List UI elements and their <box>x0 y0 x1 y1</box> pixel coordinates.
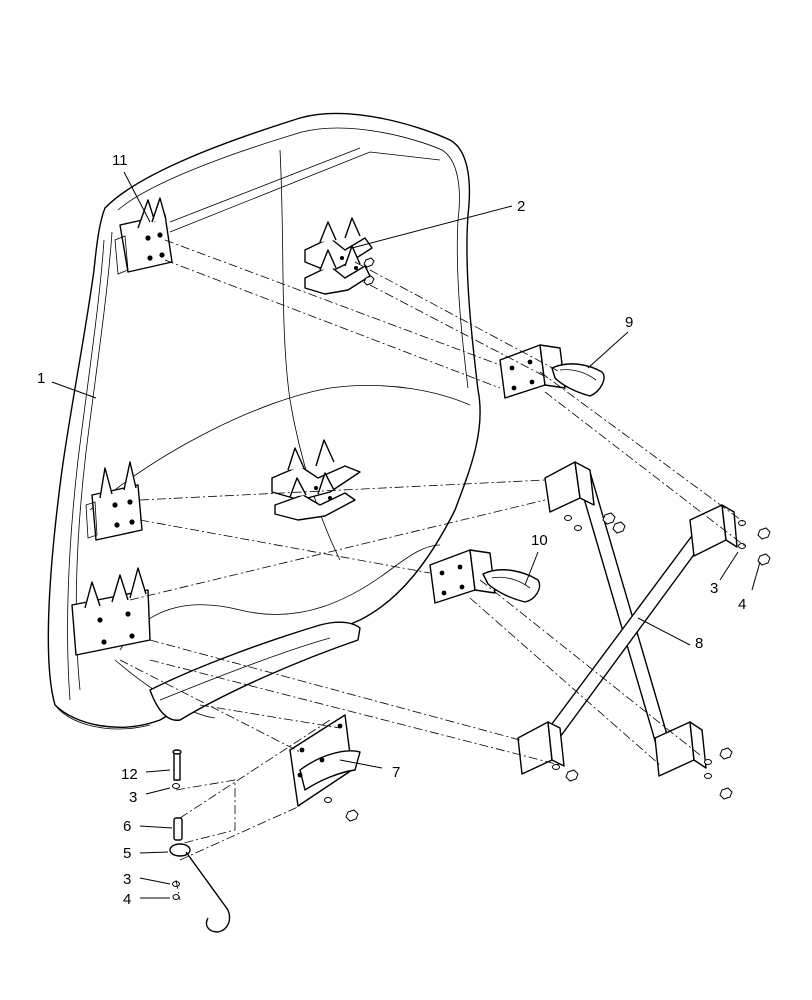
callout-3-left-upper: 3 <box>129 789 137 806</box>
callout-5: 5 <box>123 845 131 862</box>
hinge-bracket-upper <box>114 197 173 275</box>
panel-shell <box>47 112 481 730</box>
latch-bracket-10 <box>429 549 541 604</box>
callout-7: 7 <box>392 764 400 781</box>
callout-4-right: 4 <box>738 596 746 613</box>
callout-8: 8 <box>695 635 703 652</box>
bolt-12 <box>172 749 182 781</box>
fin-bracket-upper <box>304 217 373 295</box>
callout-12: 12 <box>121 766 138 783</box>
fin-bracket-lower <box>271 439 361 521</box>
alignment-lines <box>119 239 746 901</box>
plate-bracket-7 <box>289 714 361 807</box>
x-frame-8 <box>517 461 738 777</box>
callout-6: 6 <box>123 818 131 835</box>
callout-3-right: 3 <box>710 580 718 597</box>
callout-2: 2 <box>517 198 525 215</box>
callout-10: 10 <box>531 532 548 549</box>
callout-4-left: 4 <box>123 891 131 908</box>
callout-labels: 1 2 3 3 3 4 4 5 6 7 8 9 10 11 12 <box>37 152 746 908</box>
leader-lines <box>51 171 761 899</box>
callout-3-left-lower: 3 <box>123 871 131 888</box>
hinge-bracket-middle <box>85 461 143 541</box>
callout-1: 1 <box>37 370 45 387</box>
latch-bracket-9 <box>499 344 605 399</box>
callout-9: 9 <box>625 314 633 331</box>
pin-6 <box>173 817 183 841</box>
hinge-bracket-lower <box>71 567 151 656</box>
prop-rod-5 <box>169 843 231 933</box>
frame-hardware <box>363 257 771 800</box>
callout-11: 11 <box>112 152 128 169</box>
